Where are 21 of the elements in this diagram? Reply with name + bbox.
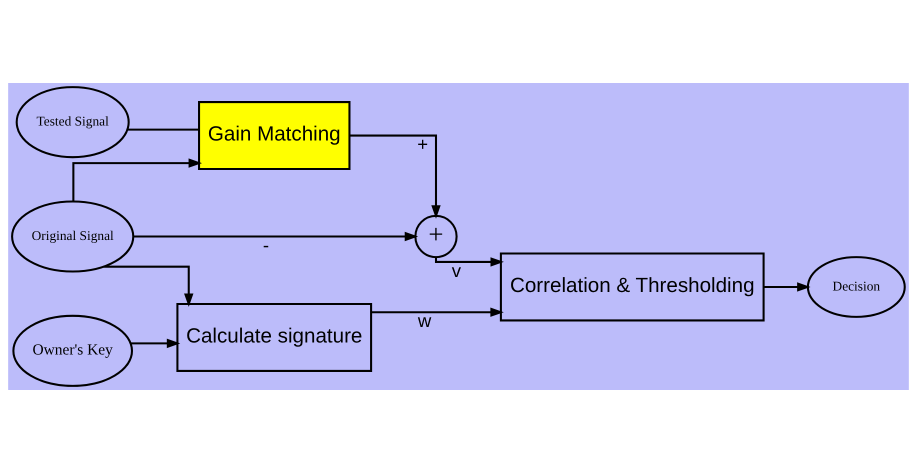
arrow: [72, 158, 202, 202]
node-ellipse: Owner's Key: [12, 314, 134, 387]
node-box: Correlation & Thresholding: [500, 252, 765, 322]
node-circle: +: [414, 214, 458, 258]
edge-label: v: [452, 260, 462, 281]
connector: [128, 128, 200, 131]
node-box: Calculate signature: [176, 302, 372, 372]
node-ellipse: Decision: [806, 256, 906, 318]
arrow: [130, 338, 180, 348]
arrow: [371, 308, 504, 317]
edge-label: w: [418, 310, 432, 332]
node-ellipse: Tested Signal: [16, 86, 130, 158]
arrow: [350, 134, 441, 219]
arrow: [103, 266, 194, 307]
edge-label: +: [417, 133, 428, 154]
node-ellipse: Original Signal: [11, 200, 134, 273]
arrow: [134, 232, 418, 242]
arrow: [434, 257, 504, 267]
arrow: [764, 282, 811, 292]
edge-label: -: [262, 234, 270, 256]
node-box: Gain Matching: [198, 101, 350, 170]
